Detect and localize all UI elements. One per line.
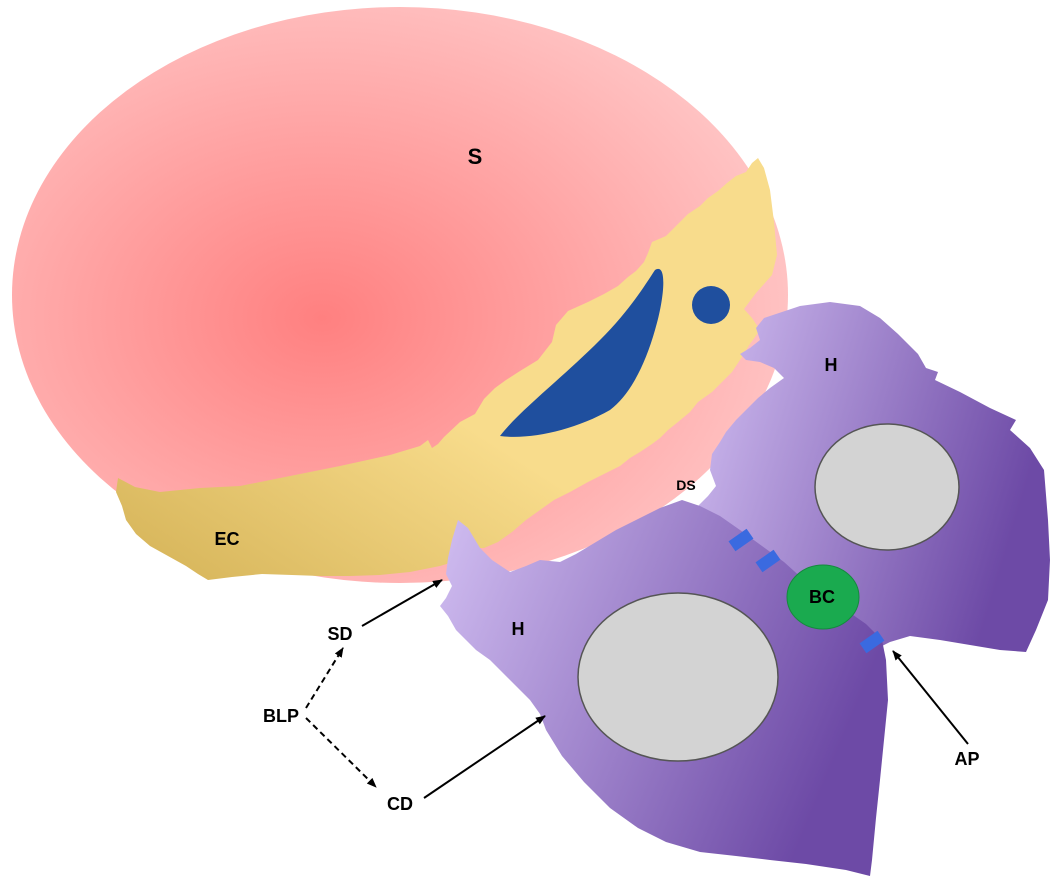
arrow-cd	[424, 716, 545, 798]
arrow-sd	[362, 580, 442, 626]
label-sinusoidal-domain: SD	[327, 624, 352, 644]
fenestra-small-icon	[692, 286, 730, 324]
label-endothelial-cell: EC	[214, 529, 239, 549]
arrow-ap	[893, 651, 968, 744]
label-apical-pole: AP	[954, 749, 979, 769]
label-basolateral-pole: BLP	[263, 706, 299, 726]
dashed-arrow-blp-cd	[306, 718, 376, 787]
label-bile-canaliculus: BC	[809, 587, 835, 607]
dashed-arrow-blp-sd	[306, 648, 343, 708]
label-hepatocyte-upper: H	[825, 355, 838, 375]
label-disse-space: DS	[676, 477, 695, 493]
nucleus-upper-shape	[815, 424, 959, 550]
label-hepatocyte-lower: H	[512, 619, 525, 639]
label-canalicular-domain: CD	[387, 794, 413, 814]
label-sinusoid: S	[468, 144, 483, 169]
nucleus-lower-shape	[578, 593, 778, 761]
